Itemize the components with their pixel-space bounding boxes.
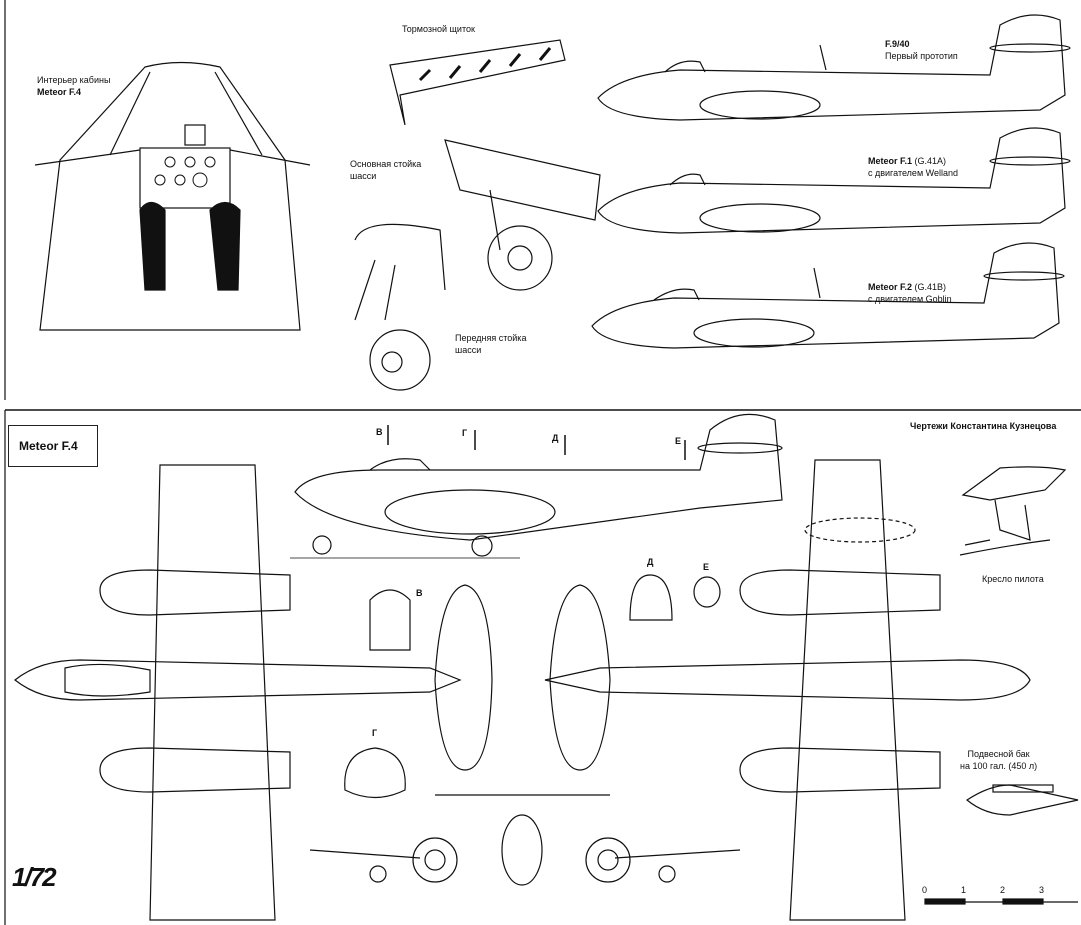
main-title: Meteor F.4 (8, 425, 98, 467)
f4-bottom-view (544, 459, 1031, 921)
drop-tank-line1: Подвесной бак (967, 749, 1030, 759)
cross-section-label: Г (372, 728, 378, 738)
scale-bar (924, 898, 1078, 905)
scale-number: 0 (922, 885, 928, 895)
section-mark: Е (675, 436, 682, 446)
cockpit-caption-line1: Интерьер кабины (37, 75, 111, 85)
f4-side-view (290, 413, 783, 559)
variant-desc: с двигателем Welland (868, 168, 958, 178)
main-gear-line2: шасси (350, 171, 377, 181)
variant-caption: Meteor F.2 (G.41B) с двигателем Goblin (868, 281, 952, 305)
variant-desc: с двигателем Goblin (868, 294, 952, 304)
scale-number: 1 (961, 885, 967, 895)
nose-gear-illustration (354, 223, 446, 391)
cross-section-label: Е (703, 562, 710, 572)
variant-caption: Meteor F.1 (G.41A) с двигателем Welland (868, 155, 958, 179)
cockpit-caption-model: Meteor F.4 (37, 87, 82, 97)
variant-caption: F.9/40 Первый прототип (885, 38, 958, 62)
drop-tank-line2: на 100 гал. (450 л) (960, 761, 1038, 771)
section-mark: В (376, 427, 383, 437)
airbrake-caption: Тормозной щиток (402, 24, 475, 34)
nose-gear-line2: шасси (455, 345, 482, 355)
section-mark: Д (552, 433, 559, 443)
main-gear-line1: Основная стойка (350, 159, 422, 169)
variant-code: (G.41A) (914, 156, 947, 166)
cross-section-v (369, 589, 411, 651)
airbrake-illustration (389, 39, 566, 126)
cockpit-caption: Интерьер кабины Meteor F.4 (37, 74, 110, 98)
cross-section-g (344, 747, 406, 799)
main-gear-caption: Основная стойка шасси (350, 158, 421, 182)
nose-gear-line1: Передняя стойка (455, 333, 527, 343)
drop-tank-caption: Подвесной бак на 100 гал. (450 л) (960, 748, 1037, 772)
cross-section-label: Д (647, 557, 654, 567)
drop-tank-illustration (965, 784, 1079, 816)
f4-front-view (309, 794, 741, 886)
seat-caption: Кресло пилота (982, 574, 1044, 584)
cross-section-d (629, 574, 673, 621)
variant-desc: Первый прототип (885, 51, 958, 61)
author-credit: Чертежи Константина Кузнецова (910, 421, 1057, 431)
main-gear-illustration (444, 139, 601, 291)
cross-section-e (693, 576, 721, 608)
nose-gear-caption: Передняя стойка шасси (455, 332, 526, 356)
section-mark: Г (462, 428, 468, 438)
f4-top-view (14, 464, 493, 921)
variant-name: Meteor F.2 (868, 282, 913, 292)
side-view-f9-40 (597, 14, 1071, 121)
side-view-f2 (591, 242, 1065, 349)
variant-name: F.9/40 (885, 39, 910, 49)
scale-number: 2 (1000, 885, 1006, 895)
drop-tank-pylon (992, 784, 1054, 793)
side-view-f1 (597, 127, 1071, 234)
cross-section-label: В (416, 588, 423, 598)
scale-number: 3 (1039, 885, 1045, 895)
pilot-seat-illustration (959, 466, 1067, 556)
variant-name: Meteor F.1 (868, 156, 913, 166)
cockpit-illustration (34, 61, 311, 331)
scale-ratio: 1/72 (12, 862, 57, 892)
variant-code: (G.41B) (914, 282, 947, 292)
